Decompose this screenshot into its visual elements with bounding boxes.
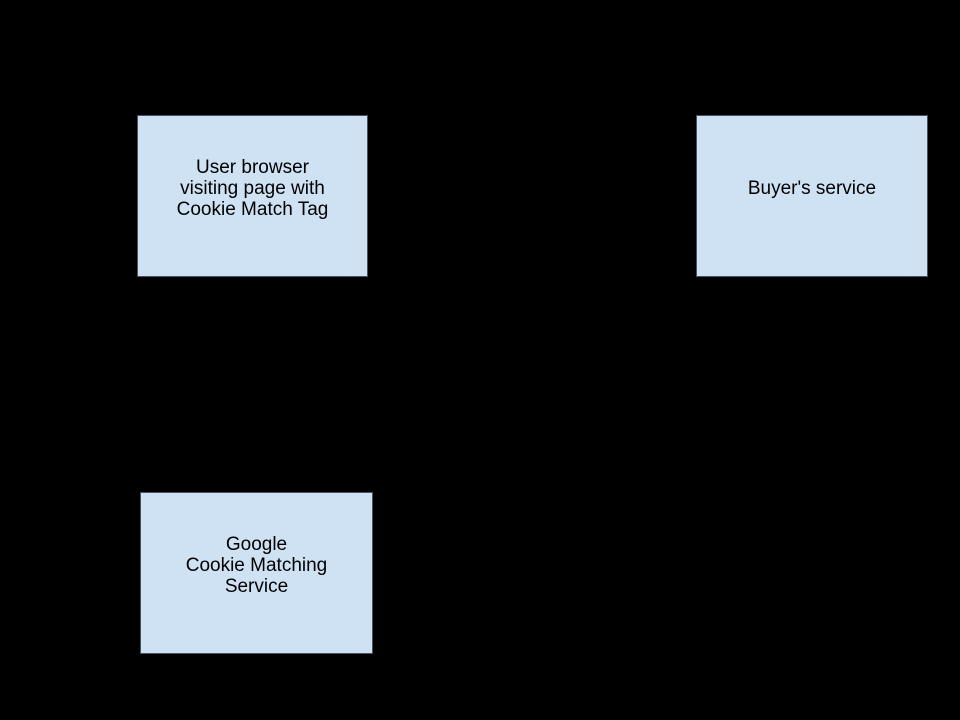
node-google-cookie-matching-service-label: Google Cookie Matching Service bbox=[185, 533, 328, 597]
node-buyers-service: Buyer's service bbox=[696, 115, 928, 277]
node-buyers-service-label: Buyer's service bbox=[747, 177, 877, 199]
node-user-browser: User browser visiting page with Cookie M… bbox=[137, 115, 368, 277]
node-user-browser-label: User browser visiting page with Cookie M… bbox=[176, 156, 329, 220]
node-google-cookie-matching-service: Google Cookie Matching Service bbox=[140, 492, 373, 654]
